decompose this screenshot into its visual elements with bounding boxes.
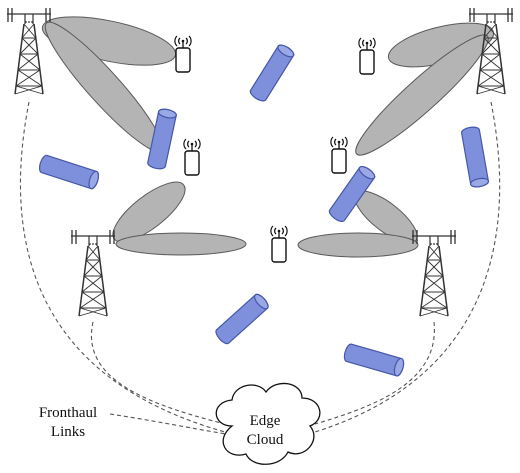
edge-cloud-label-line-1: Edge — [249, 413, 281, 429]
fronthaul-label-line-2: Links — [50, 423, 86, 440]
blocking-cylinder-icon — [342, 342, 406, 378]
blocking-cylinder-icon — [213, 291, 271, 347]
blocking-cylinder-icon — [37, 153, 101, 191]
blocking-cylinder-icon — [247, 42, 297, 104]
cell-tower-icon — [70, 229, 116, 317]
beam-top-right-b — [355, 34, 489, 156]
user-device-icon — [183, 138, 201, 176]
fronthaul-link-label-left — [109, 413, 227, 435]
user-device-icon — [330, 136, 348, 174]
fronthaul-link-mid-right — [314, 321, 435, 425]
fronthaul-link-top-left — [19, 101, 226, 433]
edge-cloud-label: Edge Cloud — [236, 412, 294, 450]
fronthaul-link-top-right — [314, 101, 501, 433]
blocking-cylinder-icon — [460, 125, 490, 189]
edge-cloud-icon — [215, 382, 321, 465]
fronthaul-label-line-1: Fronthaul — [38, 405, 98, 421]
fronthaul-links-label: Fronthaul Links — [26, 404, 110, 442]
cell-tower-icon — [6, 7, 52, 95]
beam-mid-left-b — [115, 232, 247, 256]
fronthaul-links — [19, 101, 501, 435]
user-device-icon — [358, 37, 376, 75]
beams — [41, 16, 495, 258]
beam-mid-right-b — [297, 232, 419, 258]
user-device-icon — [174, 35, 192, 73]
edge-cloud-label-line-2: Cloud — [246, 431, 284, 448]
fronthaul-link-mid-left — [90, 321, 226, 425]
cell-tower-icon — [411, 229, 457, 317]
user-device-icon — [270, 225, 288, 263]
